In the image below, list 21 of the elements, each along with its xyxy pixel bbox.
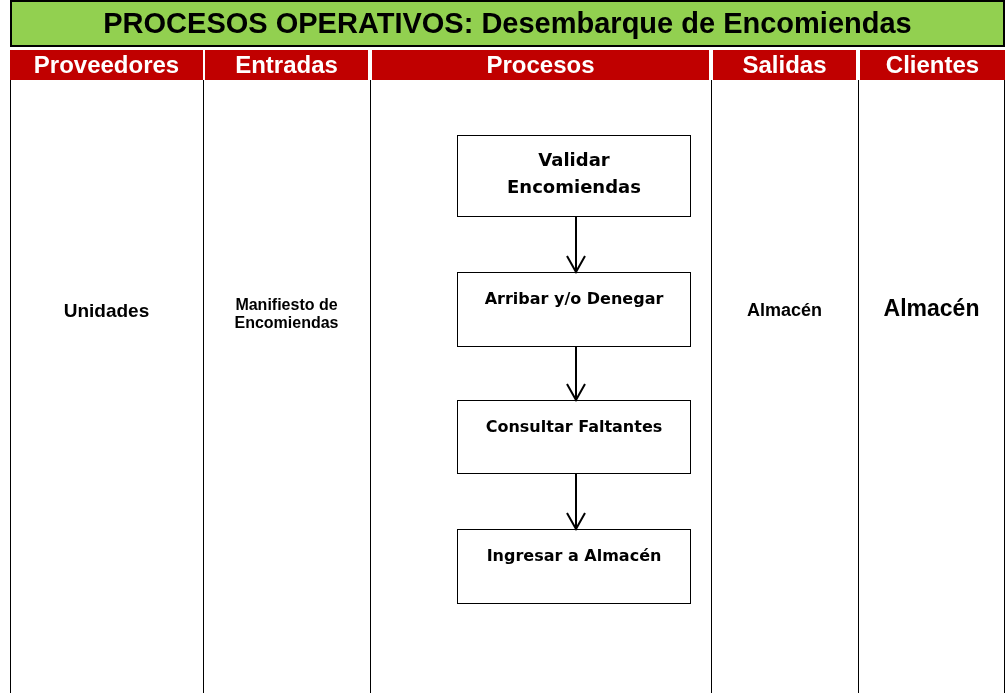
cell-text: Manifiesto de Encomiendas [233,296,340,332]
process-label: Ingresar a Almacén [485,545,663,567]
cell-text: Unidades [62,300,151,322]
title-bar: PROCESOS OPERATIVOS: Desembarque de Encomiendas [10,0,1005,47]
process-label: Arribar y/o Denegar [483,288,665,310]
process-box [457,400,691,474]
process-box [457,272,691,347]
process-label: Validar Encomiendas [506,148,642,199]
arrow [566,346,586,401]
process-label: Consultar Faltantes [484,416,664,438]
column-header: Salidas [713,50,856,80]
cell-text: Almacén [745,301,823,322]
column-header: Entradas [205,50,368,80]
column-header: Proveedores [10,50,203,80]
arrow [566,473,586,530]
column-header: Clientes [860,50,1005,80]
cell-text: Almacén [882,295,981,322]
arrow [566,216,586,273]
process-box [457,529,691,604]
column-header: Procesos [372,50,709,80]
process-box [457,135,691,217]
